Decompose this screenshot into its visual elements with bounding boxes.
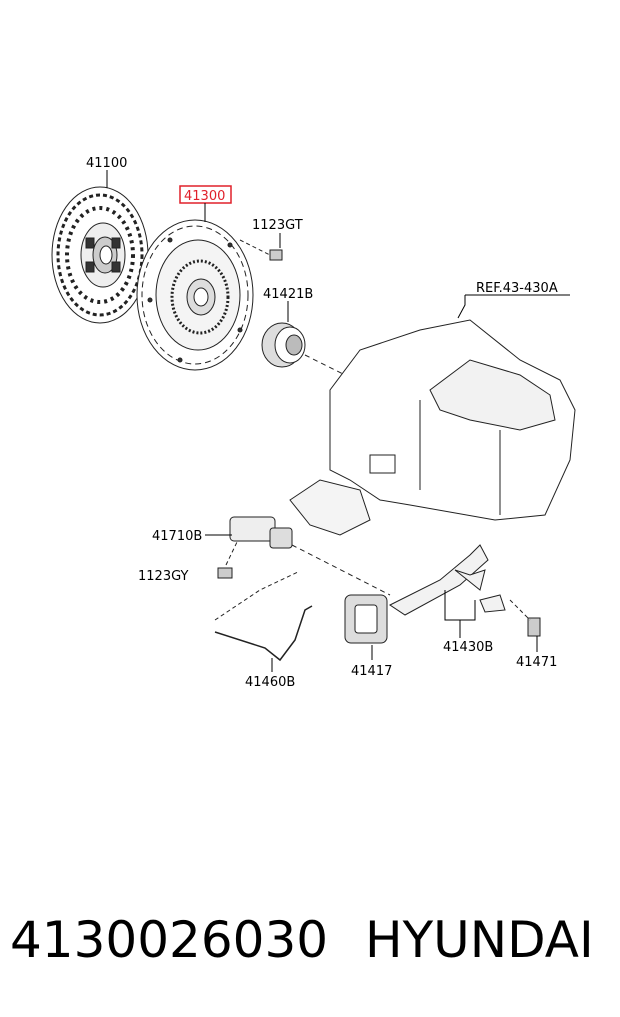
callout-41471: 41471 bbox=[516, 655, 557, 670]
transmission-drawing bbox=[289, 319, 576, 536]
exploded-parts-diagram: 41100 41300 1123GT 41421B REF.43-430A 41… bbox=[51, 156, 576, 690]
callout-41460b: 41460B bbox=[245, 675, 295, 690]
fork-drawing bbox=[389, 544, 506, 616]
callout-41421b: 41421B bbox=[263, 287, 313, 302]
callout-41710b: 41710B bbox=[152, 529, 202, 544]
clutch-disc-drawing bbox=[51, 186, 149, 324]
callout-1123gy: 1123GY bbox=[138, 569, 189, 584]
bolt-1123gy-drawing bbox=[217, 539, 239, 579]
release-cylinder-drawing bbox=[229, 516, 391, 596]
pivot-bolt-drawing bbox=[509, 599, 541, 637]
callout-41100: 41100 bbox=[86, 156, 127, 171]
callout-41417: 41417 bbox=[351, 664, 392, 679]
boot-drawing bbox=[344, 594, 388, 644]
clutch-cover-drawing bbox=[136, 219, 254, 371]
tube-drawing bbox=[214, 571, 313, 662]
callout-ref-43-430a: REF.43-430A bbox=[476, 281, 558, 296]
bolt-1123gt-drawing bbox=[239, 239, 283, 261]
footer: 4130026030 HYUNDAI bbox=[0, 905, 620, 975]
part-number: 4130026030 bbox=[10, 911, 329, 969]
callout-41430b: 41430B bbox=[443, 640, 493, 655]
release-bearing-drawing bbox=[261, 322, 346, 376]
callout-41300: 41300 bbox=[184, 189, 225, 204]
brand-name: HYUNDAI bbox=[365, 911, 594, 969]
callout-1123gt: 1123GT bbox=[252, 218, 303, 233]
